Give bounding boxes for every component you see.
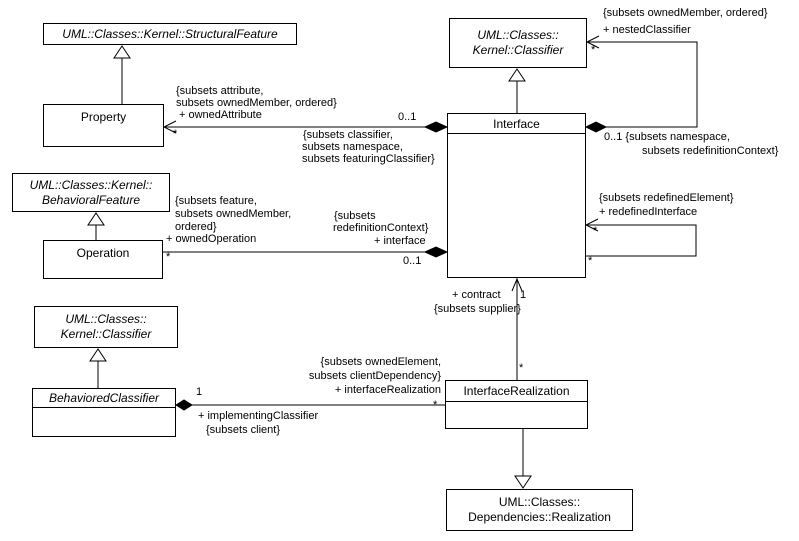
class-box-classifier-top: UML::Classes:: Kernel::Classifier [449, 18, 587, 68]
generalization-property-structuralfeature [113, 45, 131, 104]
class-name: Property [80, 110, 127, 124]
contract-opposite-multiplicity: * [519, 362, 524, 374]
class-name-line1: UML::Classes::Kernel:: [29, 177, 153, 192]
generalization-interface-classifier [508, 68, 526, 113]
nested-classifier-opposite-line2: subsets redefinitionContext} [642, 145, 779, 157]
composite-diamond-icon [175, 399, 193, 411]
redefined-interface-role: + redefinedInterface [599, 206, 698, 218]
composite-diamond-icon [584, 121, 608, 133]
class-name-line2: Dependencies::Realization [468, 510, 611, 524]
association-interface-realization [175, 399, 445, 411]
redefined-interface-constraint: {subsets redefinedElement} [599, 192, 734, 204]
class-box-interface-realization: InterfaceRealization [445, 380, 588, 429]
class-box-classifier-bottom: UML::Classes:: Kernel::Classifier [34, 306, 178, 348]
contract-constraint: {subsets supplier} [434, 303, 521, 315]
interface-end-role: + interface [374, 235, 426, 247]
nested-classifier-opposite-line1: 0..1 {subsets namespace, [604, 131, 730, 143]
class-box-operation: Operation [43, 240, 163, 279]
class-name: BehavioredClassifier [33, 389, 175, 408]
association-line [587, 41, 698, 128]
nested-classifier-multiplicity: * [591, 44, 596, 56]
owned-operation-multiplicity: * [166, 251, 171, 263]
owned-attribute-opposite-constraint-line1: {subsets classifier, [303, 129, 393, 141]
owned-attribute-multiplicity: * [173, 128, 178, 140]
class-name-line2: Kernel::Classifier [60, 327, 152, 341]
contract-role: + contract [452, 289, 501, 301]
owned-attribute-opposite-constraint-line2: subsets namespace, [302, 141, 403, 153]
contract-multiplicity: 1 [520, 289, 527, 301]
class-name: UML::Classes::Kernel::StructuralFeature [62, 26, 278, 41]
owned-attribute-role: + ownedAttribute [179, 109, 262, 121]
generalization-interfacerealization-realization [514, 429, 532, 489]
hollow-triangle-icon [508, 68, 526, 82]
owned-attribute-opposite-multiplicity: 0..1 [398, 111, 417, 123]
class-name-line1: UML::Classes:: [477, 28, 559, 42]
hollow-triangle-icon [113, 45, 131, 59]
interface-realization-empty-compartment [446, 402, 587, 428]
generalization-operation-behavioralfeature [87, 212, 105, 240]
behaviored-classifier-empty-compartment [33, 408, 175, 436]
class-name: Interface [448, 114, 585, 134]
interface-realization-constraint-line1: {subsets ownedElement, [320, 356, 441, 368]
association-line [586, 224, 697, 257]
hollow-triangle-icon [89, 348, 107, 362]
implementing-classifier-constraint: {subsets client} [206, 424, 280, 436]
composite-diamond-icon [423, 246, 449, 258]
interface-end-multiplicity: 0..1 [403, 255, 422, 267]
class-box-interface: Interface [447, 113, 586, 278]
owned-operation-constraint-line2: subsets ownedMember, [175, 208, 292, 220]
owned-attribute-opposite-constraint-line3: subsets featuringClassifier} [302, 153, 435, 165]
class-box-structural-feature: UML::Classes::Kernel::StructuralFeature [43, 23, 297, 45]
redefined-interface-multiplicity-top: * [593, 225, 598, 237]
owned-operation-constraint-line3: ordered} [175, 221, 217, 233]
nested-classifier-role: + nestedClassifier [603, 24, 691, 36]
class-name-line1: UML::Classes:: [498, 495, 581, 509]
owned-operation-role: + ownedOperation [166, 233, 257, 245]
class-box-behavioral-feature: UML::Classes::Kernel:: BehavioralFeature [12, 173, 170, 212]
hollow-triangle-icon [87, 212, 105, 226]
owned-operation-constraint-line1: {subsets feature, [175, 195, 257, 207]
nested-classifier-constraint: {subsets ownedMember, ordered} [603, 7, 768, 19]
class-box-property: Property [43, 104, 164, 147]
generalization-behavioredclassifier-classifier [89, 348, 107, 388]
composite-diamond-icon [423, 121, 449, 133]
class-box-realization: UML::Classes:: Dependencies::Realization [446, 489, 633, 531]
class-name: Operation [76, 246, 130, 260]
interface-end-constraint-line1: {subsets [334, 210, 376, 222]
interface-realization-constraint-line2: subsets clientDependency} [308, 370, 441, 382]
class-box-behaviored-classifier: BehavioredClassifier [32, 388, 176, 437]
implementing-classifier-multiplicity: 1 [196, 386, 203, 398]
class-name-line2: BehavioralFeature [41, 192, 141, 207]
implementing-classifier-role: + implementingClassifier [198, 410, 319, 422]
association-nested-classifier [584, 35, 698, 133]
class-name: InterfaceRealization [446, 381, 587, 402]
class-name-line1: UML::Classes:: [65, 312, 147, 326]
interface-end-constraint-line2: redefinitionContext} [333, 222, 429, 234]
hollow-triangle-icon [514, 475, 532, 489]
owned-attribute-constraint-line2: subsets ownedMember, ordered} [176, 97, 337, 109]
interface-realization-role: + interfaceRealization [334, 384, 441, 396]
owned-attribute-constraint-line1: {subsets attribute, [176, 85, 264, 97]
interface-realization-multiplicity: * [433, 399, 438, 411]
redefined-interface-multiplicity-bottom: * [588, 255, 593, 267]
association-redefined-interface [584, 218, 697, 257]
class-name-line2: Kernel::Classifier [472, 43, 564, 57]
interface-empty-compartment [448, 134, 585, 277]
